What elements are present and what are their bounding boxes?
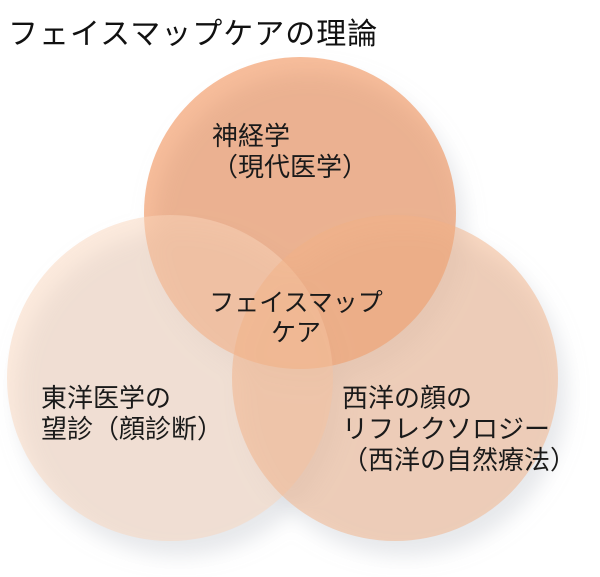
page-title: フェイスマップケアの理論	[8, 18, 379, 51]
western-reflexology-circle	[232, 215, 558, 541]
